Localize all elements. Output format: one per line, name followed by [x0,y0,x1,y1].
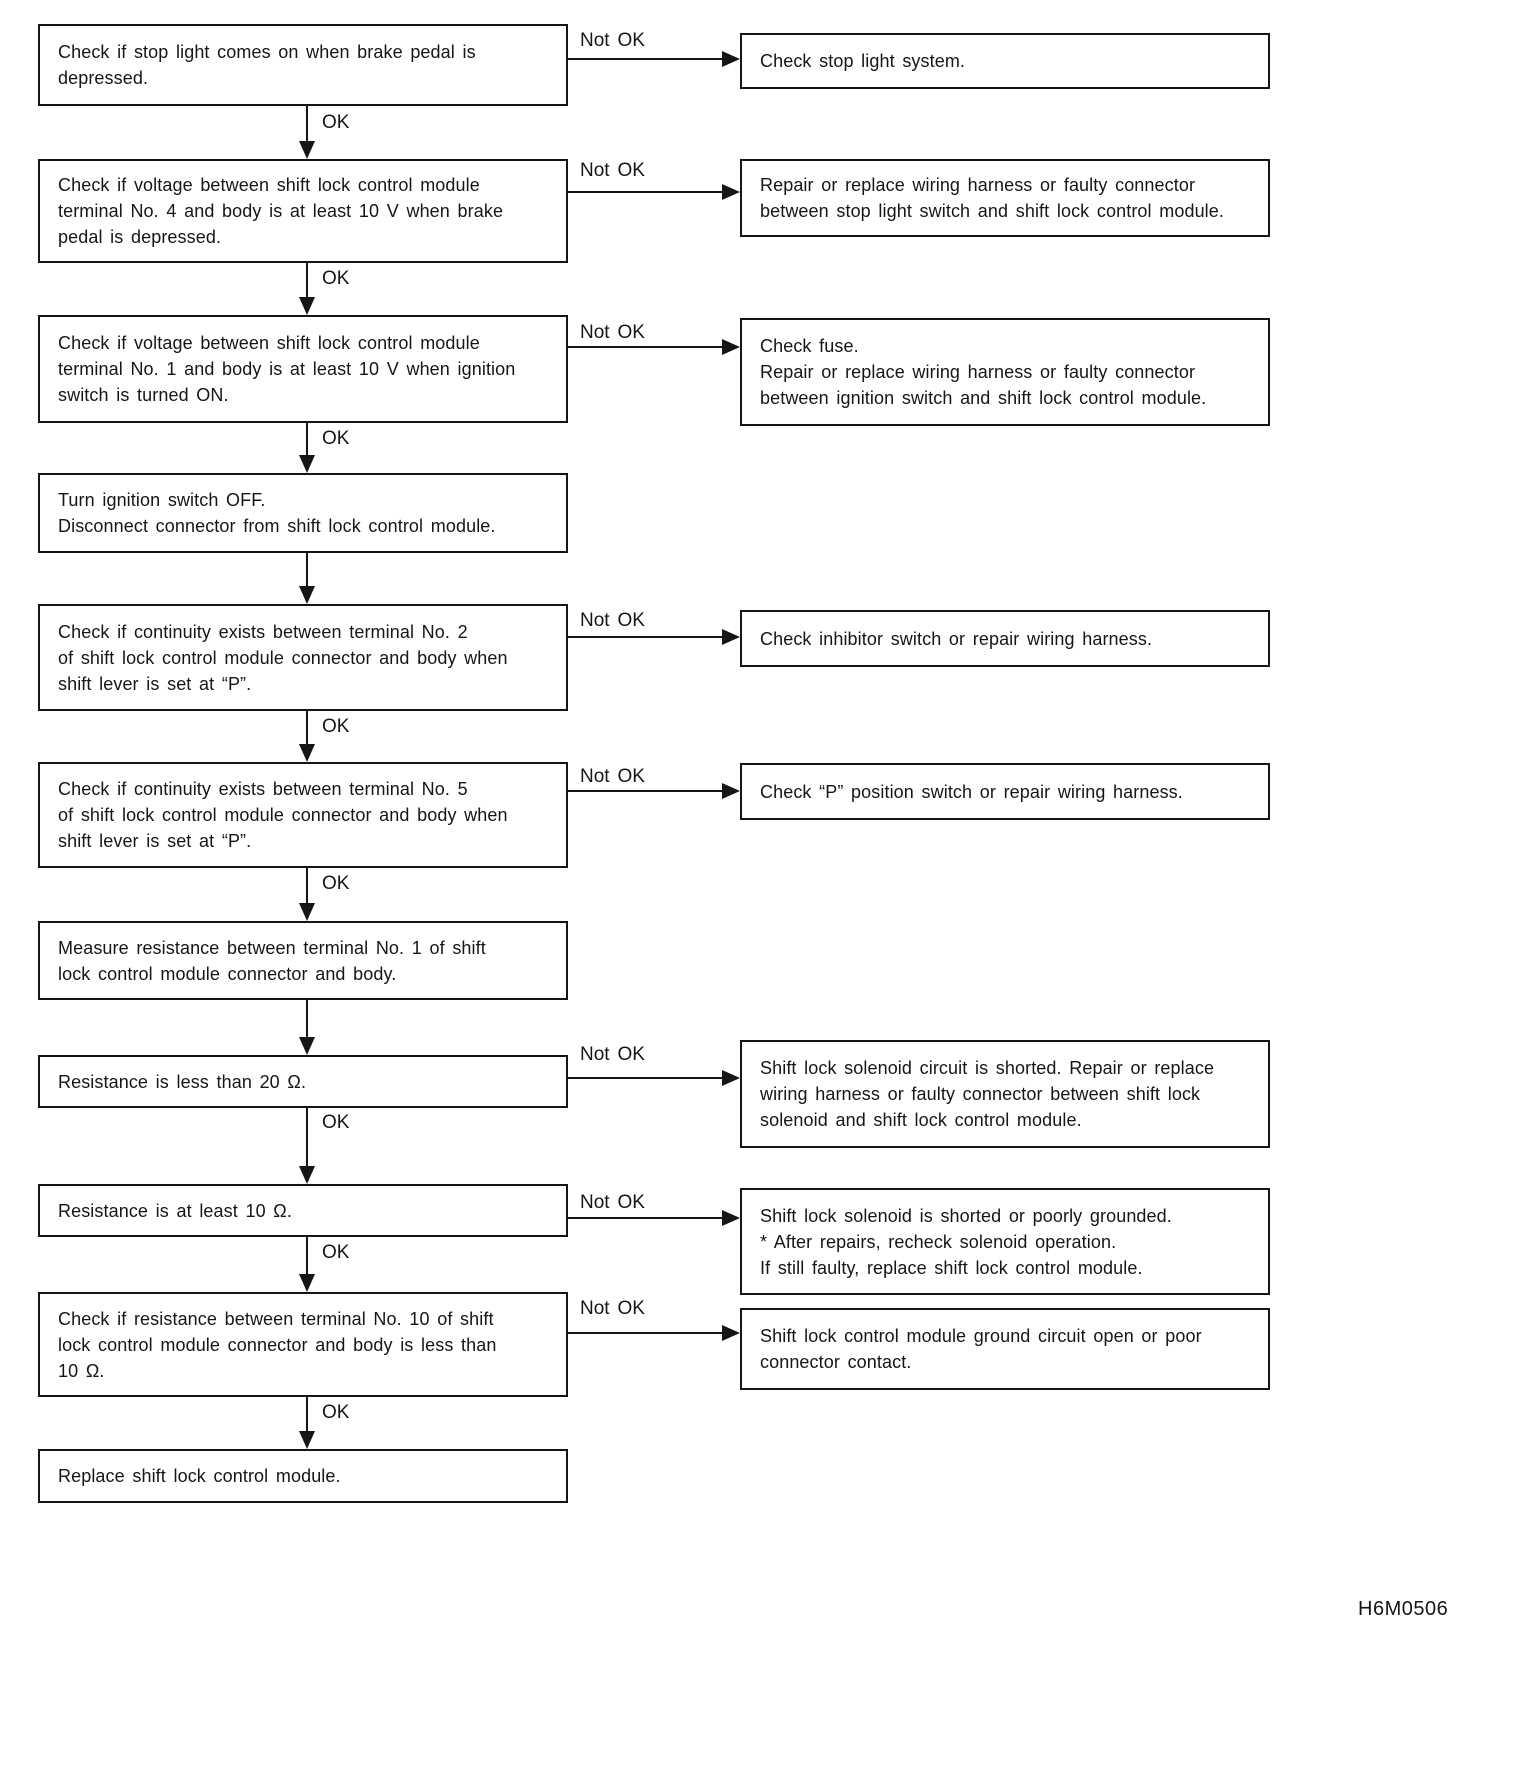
step-text-7: Measure resistance between terminal No. … [58,937,486,984]
step-box-8: Resistance is less than 20 Ω. [38,1055,568,1108]
step-text-10: Check if resistance between terminal No.… [58,1308,497,1381]
step-text-8: Resistance is less than 20 Ω. [58,1071,307,1092]
down-arrow-6 [299,868,315,921]
not-ok-label-3: Not OK [580,322,645,343]
ok-label-8: OK [322,1402,350,1423]
not-ok-label-4: Not OK [580,610,645,631]
down-arrow-5 [299,711,315,762]
step-box-10: Check if resistance between terminal No.… [38,1292,568,1397]
step-box-7: Measure resistance between terminal No. … [38,921,568,1000]
result-box-2: Repair or replace wiring harness or faul… [740,159,1270,237]
not-ok-label-6: Not OK [580,1044,645,1065]
step-text-5: Check if continuity exists between termi… [58,621,508,694]
not-ok-label-5: Not OK [580,766,645,787]
not-ok-arrow-1 [568,51,740,67]
step-text-11: Replace shift lock control module. [58,1466,341,1486]
result-box-5: Check “P” position switch or repair wiri… [740,763,1270,820]
ok-label-6: OK [322,1112,350,1133]
not-ok-label-1: Not OK [580,30,645,51]
ok-label-3: OK [322,428,350,449]
result-text-4: Check inhibitor switch or repair wiring … [760,628,1153,649]
ok-label-5: OK [322,873,350,894]
result-text-2: Repair or replace wiring harness or faul… [760,175,1224,221]
down-arrow-8 [299,1108,315,1184]
result-box-6: Shift lock solenoid circuit is shorted. … [740,1040,1270,1148]
ok-label-2: OK [322,268,350,289]
down-arrow-3 [299,423,315,473]
step-box-4: Turn ignition switch OFF. Disconnect con… [38,473,568,553]
not-ok-arrow-3 [568,339,740,355]
down-arrow-4 [299,553,315,604]
not-ok-arrow-2 [568,184,740,200]
result-text-8: Shift lock control module ground circuit… [760,1326,1202,1372]
result-box-4: Check inhibitor switch or repair wiring … [740,610,1270,667]
result-box-1: Check stop light system. [740,33,1270,89]
ok-label-7: OK [322,1242,350,1263]
step-text-3: Check if voltage between shift lock cont… [58,333,516,405]
not-ok-label-7: Not OK [580,1192,645,1213]
step-box-1: Check if stop light comes on when brake … [38,24,568,106]
not-ok-arrow-8 [568,1325,740,1341]
not-ok-arrow-5 [568,783,740,799]
step-box-2: Check if voltage between shift lock cont… [38,159,568,263]
result-text-5: Check “P” position switch or repair wiri… [760,781,1183,802]
result-text-1: Check stop light system. [760,51,966,71]
down-arrow-2 [299,263,315,315]
step-text-6: Check if continuity exists between termi… [58,779,508,851]
step-text-2: Check if voltage between shift lock cont… [58,175,504,247]
down-arrow-7 [299,1000,315,1055]
step-box-11: Replace shift lock control module. [38,1449,568,1503]
result-text-7: Shift lock solenoid is shorted or poorly… [760,1205,1172,1278]
step-box-9: Resistance is at least 10 Ω. [38,1184,568,1237]
not-ok-arrow-7 [568,1210,740,1226]
down-arrow-10 [299,1397,315,1449]
result-text-3: Check fuse. Repair or replace wiring har… [760,336,1207,408]
down-arrow-1 [299,106,315,159]
ok-label-4: OK [322,716,350,737]
not-ok-arrow-6 [568,1070,740,1086]
not-ok-label-2: Not OK [580,160,645,181]
step-box-5: Check if continuity exists between termi… [38,604,568,711]
step-box-3: Check if voltage between shift lock cont… [38,315,568,423]
result-box-7: Shift lock solenoid is shorted or poorly… [740,1188,1270,1295]
figure-code: H6M0506 [1358,1598,1449,1620]
step-text-9: Resistance is at least 10 Ω. [58,1200,292,1221]
result-box-8: Shift lock control module ground circuit… [740,1308,1270,1390]
down-arrow-9 [299,1237,315,1292]
step-box-6: Check if continuity exists between termi… [38,762,568,868]
ok-label-1: OK [322,112,350,133]
step-text-4: Turn ignition switch OFF. Disconnect con… [58,490,496,536]
not-ok-arrow-4 [568,629,740,645]
result-box-3: Check fuse. Repair or replace wiring har… [740,318,1270,426]
step-text-1: Check if stop light comes on when brake … [58,42,476,88]
not-ok-label-8: Not OK [580,1298,645,1319]
result-text-6: Shift lock solenoid circuit is shorted. … [760,1058,1215,1130]
